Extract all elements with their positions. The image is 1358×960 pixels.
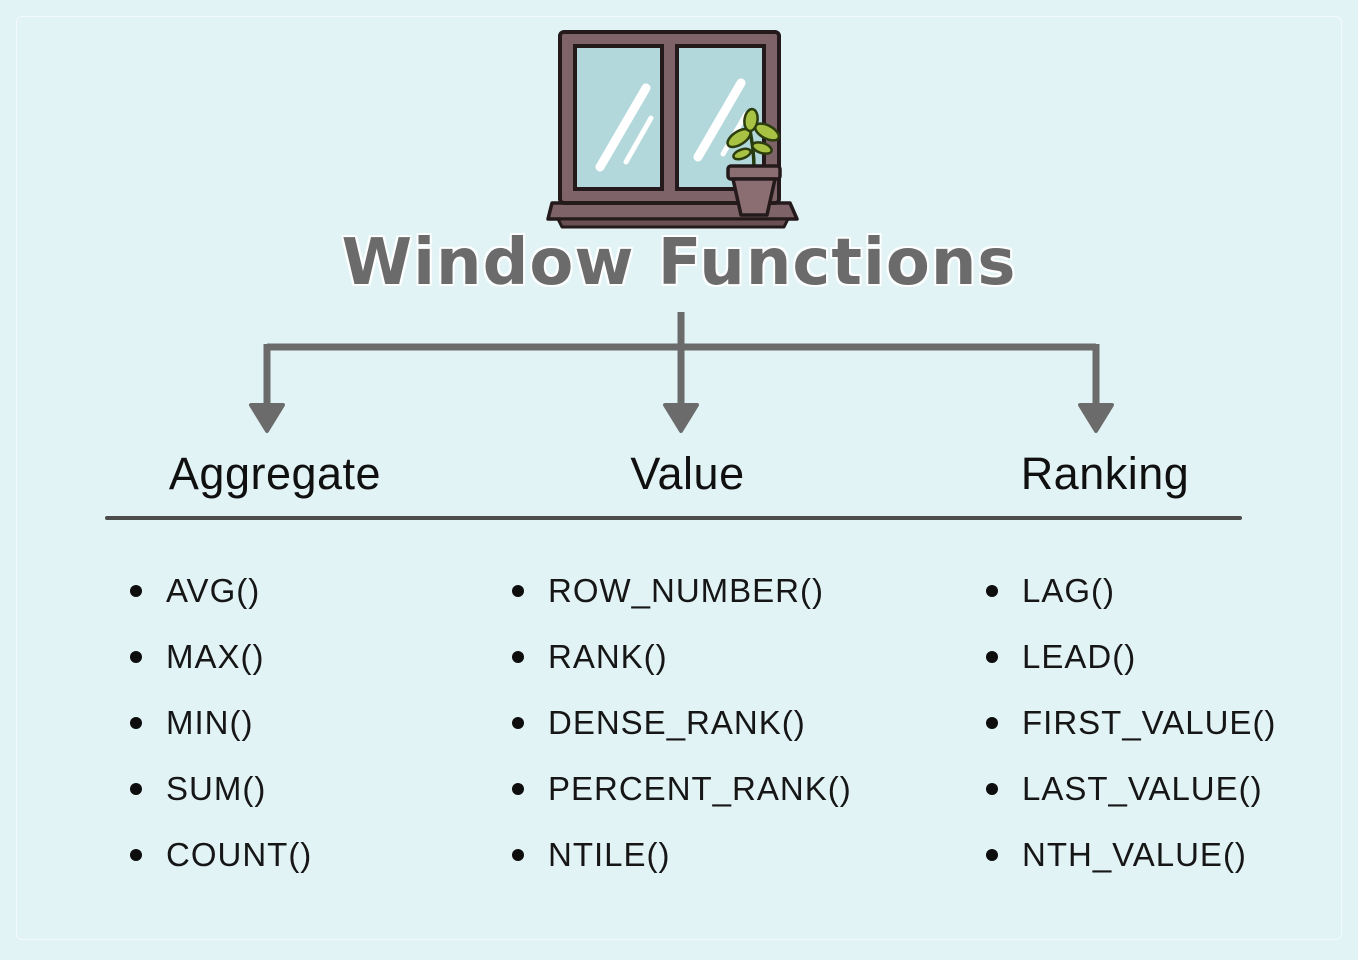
function-name: LEAD() [1022, 638, 1137, 675]
list-item: LEAD() [986, 624, 1285, 690]
column-value: Value ROW_NUMBER() RANK() DENSE_RANK() [495, 448, 880, 888]
function-name: FIRST_VALUE() [1022, 704, 1277, 741]
function-name: NTH_VALUE() [1022, 836, 1247, 873]
arrowhead-center-icon [663, 403, 699, 433]
list-item: MAX() [130, 624, 450, 690]
bullet-icon [986, 717, 998, 729]
list-item: SUM() [130, 756, 450, 822]
bullet-icon [986, 585, 998, 597]
bullet-icon [986, 651, 998, 663]
list-item: PERCENT_RANK() [512, 756, 880, 822]
bullet-icon [130, 849, 142, 861]
function-name: NTILE() [548, 836, 671, 873]
column-header-value: Value [630, 448, 745, 499]
bullet-icon [512, 651, 524, 663]
function-name: MAX() [166, 638, 265, 675]
bullet-icon [130, 651, 142, 663]
header-divider [105, 516, 1242, 520]
function-name: LAG() [1022, 572, 1116, 609]
list-item: DENSE_RANK() [512, 690, 880, 756]
column-ranking: Ranking LAG() LEAD() FIRST_VALUE() [925, 448, 1285, 888]
list-item: NTH_VALUE() [986, 822, 1285, 888]
list-item: COUNT() [130, 822, 450, 888]
function-list-ranking: LAG() LEAD() FIRST_VALUE() LAST_VALUE() [986, 558, 1285, 888]
page-title: Window Functions [341, 226, 1017, 300]
arrowhead-left-icon [249, 403, 285, 433]
bullet-icon [512, 849, 524, 861]
function-name: AVG() [166, 572, 261, 609]
window-with-plant-icon [546, 30, 799, 229]
bullet-icon [130, 717, 142, 729]
list-item: LAST_VALUE() [986, 756, 1285, 822]
function-list-aggregate: AVG() MAX() MIN() SUM() [130, 558, 450, 888]
list-item: ROW_NUMBER() [512, 558, 880, 624]
function-name: RANK() [548, 638, 668, 675]
list-item: LAG() [986, 558, 1285, 624]
function-name: DENSE_RANK() [548, 704, 806, 741]
list-item: RANK() [512, 624, 880, 690]
bullet-icon [512, 585, 524, 597]
list-item: MIN() [130, 690, 450, 756]
list-item: NTILE() [512, 822, 880, 888]
function-name: LAST_VALUE() [1022, 770, 1263, 807]
function-list-value: ROW_NUMBER() RANK() DENSE_RANK() PERCENT… [512, 558, 880, 888]
arrowhead-right-icon [1078, 403, 1114, 433]
function-name: ROW_NUMBER() [548, 572, 824, 609]
bullet-icon [512, 717, 524, 729]
function-name: PERCENT_RANK() [548, 770, 852, 807]
list-item: FIRST_VALUE() [986, 690, 1285, 756]
list-item: AVG() [130, 558, 450, 624]
column-aggregate: Aggregate AVG() MAX() MIN() [100, 448, 450, 888]
bullet-icon [130, 783, 142, 795]
function-name: COUNT() [166, 836, 313, 873]
bullet-icon [986, 849, 998, 861]
function-name: SUM() [166, 770, 267, 807]
function-name: MIN() [166, 704, 254, 741]
bullet-icon [512, 783, 524, 795]
bullet-icon [986, 783, 998, 795]
bullet-icon [130, 585, 142, 597]
column-header-ranking: Ranking [1020, 448, 1190, 499]
column-header-aggregate: Aggregate [168, 448, 382, 499]
